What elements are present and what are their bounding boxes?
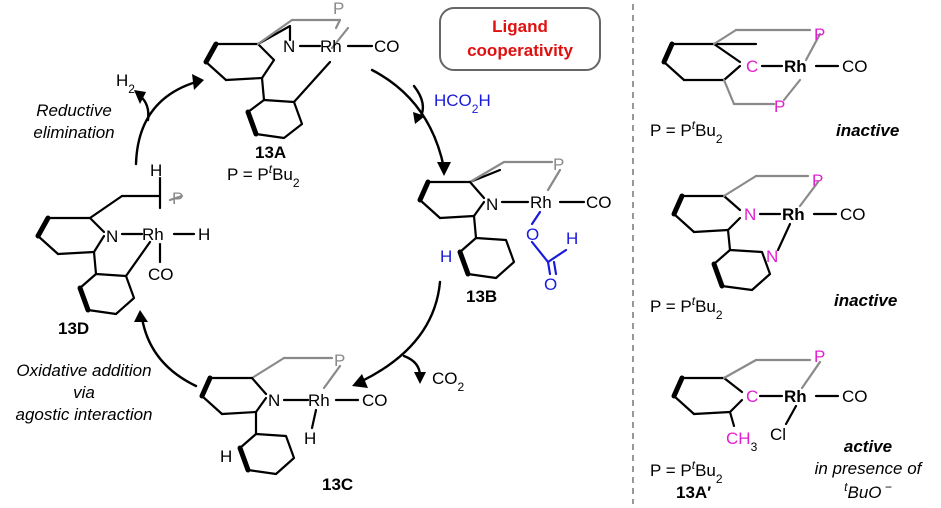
structure-pincer-pcp: P C Rh CO P P = PtBu2 inactive: [650, 25, 899, 146]
13D-agostic-hydrogen: H: [150, 161, 162, 180]
svg-text:P: P: [814, 25, 825, 44]
label-13A: 13A: [255, 143, 286, 162]
svg-text:Rh: Rh: [784, 57, 807, 76]
reagent-formic-acid: HCO2H: [434, 91, 491, 116]
svg-text:P: P: [814, 347, 825, 366]
structure-13D: H P N Rh H CO 13D: [35, 161, 210, 338]
svg-text:Rh: Rh: [782, 205, 805, 224]
byproduct-co2: CO2: [432, 369, 465, 394]
structure-pincer-pnn: P N Rh CO N P = PtBu2 inactive: [650, 171, 897, 322]
13D-nitrogen: N: [106, 227, 118, 246]
right1-p-definition: P = PtBu2: [650, 118, 723, 146]
svg-text:Rh: Rh: [784, 387, 807, 406]
svg-text:Cl: Cl: [770, 425, 786, 444]
13B-formate-hydrogen: H: [566, 229, 578, 248]
arrowhead-13A-to-13B: [437, 162, 451, 176]
arrow-13C-to-13D: [140, 316, 198, 388]
13B-carbonyl: CO: [586, 193, 612, 212]
reductive-elimination-line1: Reductive: [36, 101, 112, 120]
13A-p-definition: P = PtBu2: [227, 162, 300, 190]
13A-rhodium: Rh: [320, 37, 342, 56]
ligand-cooperativity-banner: Ligand cooperativity: [439, 7, 601, 71]
oxidative-addition-line3: agostic interaction: [15, 405, 152, 424]
banner-line2: cooperativity: [467, 41, 573, 60]
structure-13A: P N Rh CO 13A P = PtBu2: [203, 0, 400, 190]
svg-text:P: P: [812, 171, 823, 190]
oxidative-addition-line1: Oxidative addition: [16, 361, 151, 380]
right3-presence-line1: in presence of: [815, 459, 924, 478]
13D-hydride: H: [198, 225, 210, 244]
banner-line1: Ligand: [492, 17, 548, 36]
right3-presence-line2: tBuO −: [844, 480, 892, 502]
svg-text:P: P: [334, 351, 345, 370]
label-13A-prime: 13A′: [676, 483, 711, 502]
label-13C: 13C: [322, 475, 353, 494]
svg-text:P: P: [553, 155, 564, 174]
svg-text:C: C: [746, 57, 758, 76]
13D-carbonyl: CO: [148, 265, 174, 284]
arrow-13B-to-13C: [358, 280, 442, 384]
byproduct-h2: H2: [116, 71, 135, 96]
13C-nitrogen: N: [268, 391, 280, 410]
arrow-13D-to-13A: [134, 80, 198, 166]
arrow-13A-to-13B: [370, 68, 446, 170]
reductive-elimination-line2: elimination: [33, 123, 114, 142]
13B-formate-carbonyl-oxygen: O: [544, 275, 557, 294]
13C-hydride: H: [304, 429, 316, 448]
13A-prime-methyl: CH3: [726, 429, 758, 454]
13B-formate-oxygen: O: [526, 225, 539, 244]
right3-active-label: active: [844, 437, 892, 456]
13A-carbonyl: CO: [374, 37, 400, 56]
13B-ortho-hydrogen: H: [440, 247, 452, 266]
right3-p-definition: P = PtBu2: [650, 458, 723, 486]
svg-text:N: N: [744, 205, 756, 224]
label-13D: 13D: [58, 319, 89, 338]
structure-13C: P N Rh CO H H 13C: [199, 351, 388, 494]
13B-rhodium: Rh: [530, 193, 552, 212]
structure-13B: P N Rh CO O H O H 13B: [417, 155, 612, 306]
13C-ortho-hydrogen: H: [220, 447, 232, 466]
oxidative-addition-line2: via: [73, 383, 95, 402]
13A-nitrogen: N: [283, 37, 295, 56]
svg-text:P: P: [774, 97, 785, 116]
structure-13A-prime: P C Rh CO Cl CH3 P = PtBu2 13A′ active i…: [650, 347, 924, 502]
svg-text:P: P: [172, 189, 183, 208]
svg-text:CO: CO: [842, 387, 868, 406]
13C-rhodium: Rh: [308, 391, 330, 410]
svg-text:CO: CO: [842, 57, 868, 76]
13B-nitrogen: N: [486, 195, 498, 214]
13D-rhodium: Rh: [142, 225, 164, 244]
label-13B: 13B: [466, 287, 497, 306]
svg-text:N: N: [766, 247, 778, 266]
right2-p-definition: P = PtBu2: [650, 294, 723, 322]
svg-text:CO: CO: [840, 205, 866, 224]
right1-inactive-label: inactive: [836, 121, 899, 140]
13A-phosphorus: P: [333, 0, 344, 18]
right2-inactive-label: inactive: [834, 291, 897, 310]
svg-text:C: C: [746, 387, 758, 406]
13C-carbonyl: CO: [362, 391, 388, 410]
